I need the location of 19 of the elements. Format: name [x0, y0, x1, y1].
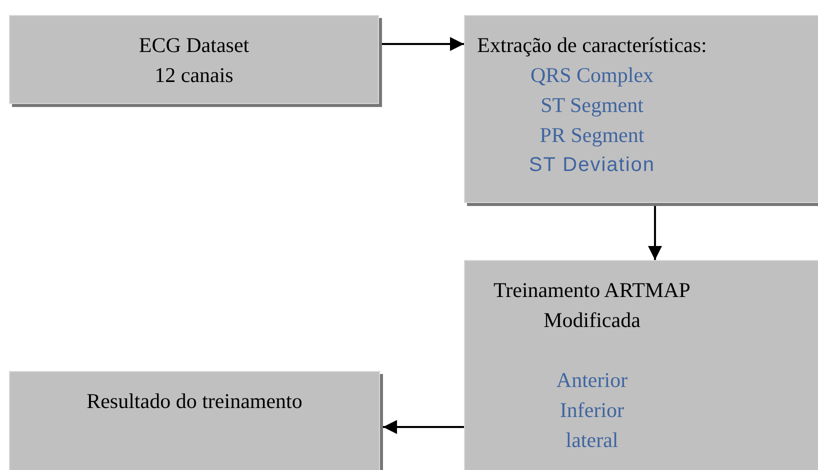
box-text: ECG Dataset — [138, 32, 250, 59]
process-box — [464, 260, 818, 470]
arrow — [383, 420, 464, 434]
list-item-text: QRS Complex — [530, 62, 654, 89]
arrow — [648, 206, 662, 260]
process-box — [9, 15, 379, 104]
box-text: 12 canais — [154, 62, 234, 89]
list-item-text: PR Segment — [540, 122, 644, 149]
process-box — [9, 371, 380, 470]
list-item-text: ST Deviation — [528, 153, 656, 178]
list-item-text: Anterior — [556, 367, 628, 394]
arrow — [382, 37, 464, 51]
box-text: Resultado do treinamento — [86, 388, 302, 415]
list-item-text: lateral — [566, 427, 618, 454]
list-item-text: Inferior — [560, 397, 624, 424]
box-text: Extração de características: — [477, 32, 707, 59]
list-item-text: ST Segment — [540, 92, 644, 119]
box-text: Treinamento ARTMAP Modificada — [492, 277, 692, 334]
process-box — [464, 15, 818, 203]
